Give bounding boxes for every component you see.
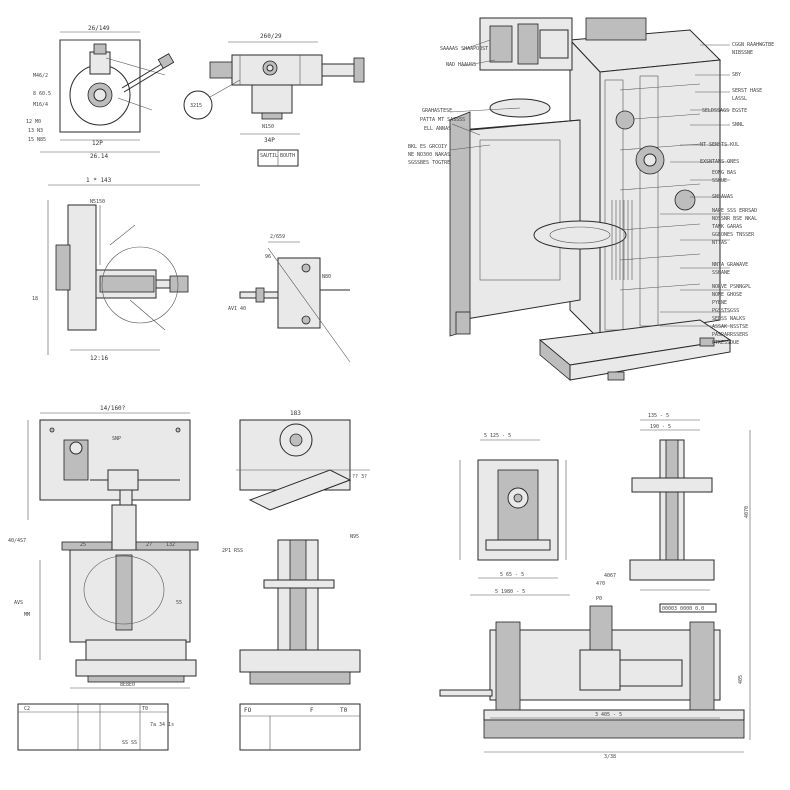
q1-titlebox-a: SAUTIL [260, 153, 278, 159]
q2-label-left-1: SAAAAS SHAAPOOST [440, 46, 488, 52]
q2-label-right-16: GGEONES TNSSER [712, 232, 755, 238]
q1-dim-d: 34P [264, 137, 275, 144]
q2-label-right-23: PGSSTSGSS [712, 308, 739, 314]
drawing-q1-top-left: 26/149 M46/2 8 60.5 M16/4 12 M0 13 N3 15… [26, 25, 365, 363]
q4-top-dim-1: 5 125 - 5 [484, 433, 511, 439]
q2-label-right-21: NONE GHOSE [712, 292, 742, 298]
q3-title-right-2: F [310, 707, 314, 714]
q3-left-label-3: MM [24, 612, 30, 618]
q1-left-label: 18 [32, 296, 38, 302]
q1-top-dim-a: 26/149 [88, 25, 110, 32]
q2-label-right-8: NT SENSTS KUL [700, 142, 739, 148]
q4-bottom-dim-b: 3/38 [604, 754, 616, 760]
q4-part-no: 00003 0000 0.0 [662, 606, 704, 612]
q2-label-left-8: SGSSBES TOGTRE [408, 160, 450, 166]
q3-left-label-2: AVS [14, 600, 23, 606]
q3-top-dim-b: 183 [290, 410, 301, 417]
q1-bottom-dim-b: 26.14 [90, 153, 108, 160]
q3-callout-1: 2P1 RSS [222, 548, 243, 554]
q4-right-dim: 4070 [744, 506, 750, 518]
q1-side-label-3: M16/4 [33, 102, 48, 108]
q3-dim-right: ?? 3? [352, 474, 367, 480]
q1-side-label-4: 12 M0 [26, 119, 41, 125]
q3-note: 7a 34 1s [150, 722, 174, 728]
q1-side-label-5: 13 N3 [28, 128, 43, 134]
q2-label-right-9: EXSNTANS ONES [700, 159, 739, 165]
q2-label-right-14: NOSSNR BSE NKAL [712, 216, 757, 222]
q2-label-left-7: NE NO300 NAKAS [408, 152, 450, 158]
q1-bottom-dim: 12:16 [90, 355, 108, 362]
q2-label-right-13: NAPE SSS ERRSAD [712, 208, 757, 214]
q1-bottom-dim-a: 12P [92, 140, 103, 147]
q1-r-label-2: N80 [322, 274, 331, 280]
q3-title-left-2: T0 [142, 706, 148, 712]
q2-label-right-22: PYENE [712, 300, 727, 306]
q1-titlebox-b: BOUTH [280, 153, 295, 159]
q2-label-right-15: TANK GARAS [712, 224, 742, 230]
drawing-q2-isometric-machine: SAAAAS SHAAPOOST NAD HAAUSS GRAHASTESE P… [408, 17, 774, 381]
q3-mid-label-4: 132 [166, 542, 175, 548]
q3-title-left-3: SS SS [122, 740, 137, 746]
q1-callout: 3215 [190, 103, 202, 109]
q3-top-dim: 14/160? [100, 405, 126, 412]
q2-label-right-27: PTRESSOUE [712, 340, 739, 346]
q2-label-right-6: SELDSSAGS EGSTE [702, 108, 747, 114]
q4-mid-dim-3: 4067 [604, 573, 616, 579]
q4-mid-dim-2: 5 1980 - 5 [495, 589, 525, 595]
q3-base-dim: 8E8E0 [120, 682, 135, 688]
q3-mid-label-2: 25 [80, 542, 86, 548]
q3-title-right-1: FO [244, 707, 252, 714]
q2-label-right-18: NNTA GRAWAVE [712, 262, 748, 268]
q2-label-left-4: PATTA MT SASSSS [420, 117, 465, 123]
q4-side-dim-b: P0 [596, 596, 602, 602]
q3-title-right-3: T0 [340, 707, 348, 714]
q4-bottom-dim-a: 3 405 - 5 [595, 712, 622, 718]
q2-label-right-26: PASRARRSSERS [712, 332, 748, 338]
q2-label-right-5: LASSL [732, 96, 747, 102]
q2-label-right-17: NTTAS [712, 240, 727, 246]
q4-mid-dim-1: 5 65 - 5 [500, 572, 524, 578]
q1-top-dim-b: 260/29 [260, 33, 282, 40]
q2-label-right-10: EONG BAS [712, 170, 736, 176]
q2-label-right-19: SSHANE [712, 270, 730, 276]
q2-label-right-7: SNNL [732, 122, 744, 128]
q2-label-left-2: NAD HAAUSS [446, 62, 476, 68]
q1-r-label-3: AVI 40 [228, 306, 246, 312]
q2-label-right-12: SNSAVAS [712, 194, 733, 200]
q4-top-dim-2: 135 - 5 [648, 413, 669, 419]
q1-r-label-1: 96 [265, 254, 271, 260]
q2-label-right-24: SEDSS NALKS [712, 316, 745, 322]
q2-label-right-25: ASSAK NSSTSE [712, 324, 748, 330]
q2-label-right-11: SSHUE [712, 178, 727, 184]
q1-dim-c: N150 [262, 124, 274, 130]
q2-label-right-1: CGGN RAAHWGTBE [732, 42, 774, 48]
q1-side-label-6: 15 N85 [28, 137, 46, 143]
q1-side-label-1: M46/2 [33, 73, 48, 79]
q1-side-label-2: 8 60.5 [33, 91, 51, 97]
q3-mid-label-1: SNP [112, 436, 121, 442]
q3-mid-label-3: 2? [146, 542, 152, 548]
drawing-q4-bottom-right: 5 125 - 5 135 - 5 190 - 5 5 65 - 5 5 198… [439, 413, 751, 760]
q3-callout-2: N95 [350, 534, 359, 540]
q2-label-left-6: BKL ES GRCOIY [408, 144, 447, 150]
q2-label-right-3: SBY [732, 72, 741, 78]
q4-side-dim: 405 [738, 675, 744, 684]
q3-left-label-1: 40/4S7 [8, 538, 26, 544]
q4-mid-dim-4: 4?0 [596, 581, 605, 587]
q2-label-right-4: SERST HASE [732, 88, 762, 94]
q2-label-right-20: NORVE PSNNGPL [712, 284, 751, 290]
q1-mid-dim: 1 * 143 [86, 177, 112, 184]
q2-label-left-5: ELL ANNAS [424, 126, 451, 132]
q3-mid-label-5: 55 [176, 600, 182, 606]
q1-mid-label: N5150 [90, 199, 105, 205]
q1-r-dim: 2/659 [270, 234, 285, 240]
drawing-q3-bottom-left: 14/160? 40/4S7 AVS MM SNP 25 2? 132 55 8… [8, 405, 370, 751]
q2-label-left-3: GRAHASTESE [422, 108, 452, 114]
q2-label-right-2: NIBSSNE [732, 50, 753, 56]
q3-title-left-1: C2 [24, 706, 30, 712]
q4-top-dim-3: 190 - 5 [650, 424, 671, 430]
